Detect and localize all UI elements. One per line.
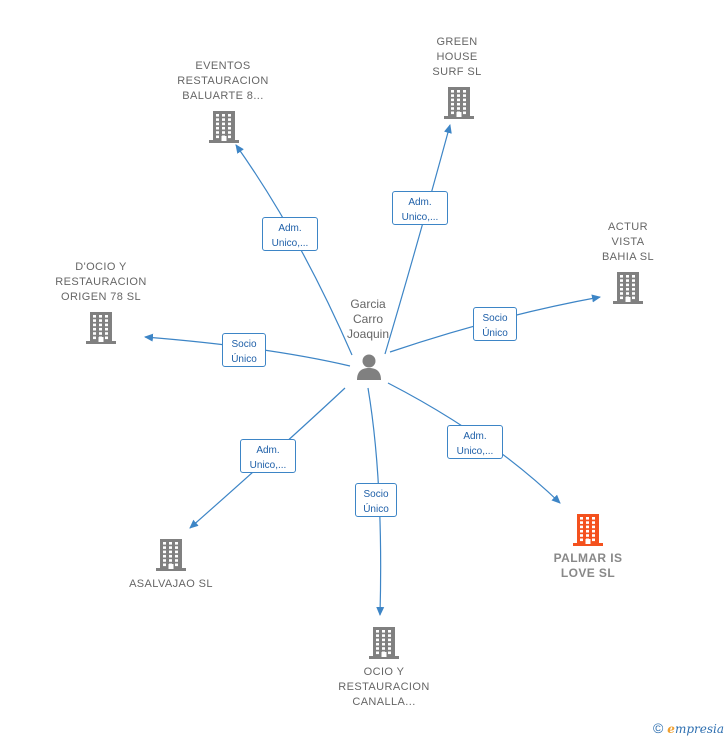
- edge-label-greenhouse[interactable]: Adm. Unico,...: [392, 191, 448, 225]
- building-icon[interactable]: [156, 539, 186, 576]
- edge-label-ocio[interactable]: Socio Único: [355, 483, 397, 517]
- company-label-ocio[interactable]: OCIO Y RESTAURACION CANALLA...: [338, 666, 430, 708]
- edge-label-docio[interactable]: Socio Único: [222, 333, 266, 367]
- edge-label-eventos[interactable]: Adm. Unico,...: [262, 217, 318, 251]
- company-label-docio[interactable]: D'OCIO Y RESTAURACION ORIGEN 78 SL: [55, 261, 147, 303]
- building-icon[interactable]: [369, 627, 399, 664]
- edge-label-actur[interactable]: Socio Único: [473, 307, 517, 341]
- edge-label-palmar[interactable]: Adm. Unico,...: [447, 425, 503, 459]
- person-name[interactable]: Garcia Carro Joaquin: [346, 297, 390, 341]
- building-icon[interactable]: [86, 312, 116, 349]
- person-icon[interactable]: [355, 353, 383, 386]
- copyright-icon: ©: [652, 720, 664, 736]
- company-label-eventos[interactable]: EVENTOS RESTAURACION BALUARTE 8...: [177, 60, 269, 102]
- building-icon[interactable]: [209, 111, 239, 148]
- empresia-logo[interactable]: ©empresia: [653, 720, 724, 736]
- company-label-greenhouse[interactable]: GREEN HOUSE SURF SL: [432, 36, 482, 78]
- building-icon[interactable]: [444, 87, 474, 124]
- building-icon[interactable]: [613, 272, 643, 309]
- brand-name: mpresia: [674, 722, 724, 736]
- edge-greenhouse: [384, 124, 452, 355]
- brand-first-letter: e: [667, 722, 675, 736]
- edge-label-asalvajao[interactable]: Adm. Unico,...: [240, 439, 296, 473]
- company-label-asalvajao[interactable]: ASALVAJAO SL: [129, 578, 213, 590]
- company-label-actur[interactable]: ACTUR VISTA BAHIA SL: [601, 221, 655, 263]
- company-label-palmar[interactable]: PALMAR IS LOVE SL: [553, 551, 623, 580]
- building-icon[interactable]: [573, 514, 603, 551]
